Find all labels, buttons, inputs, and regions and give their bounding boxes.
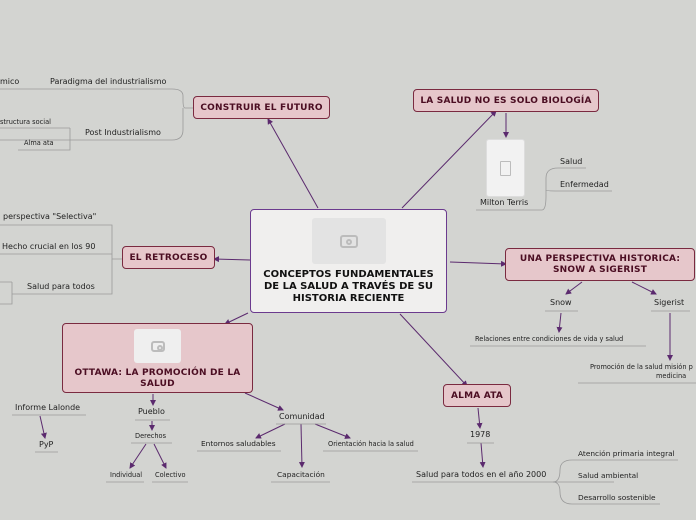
text-perspectiva-selectiva: perspectiva "Selectiva" xyxy=(3,212,97,221)
text-paradigma-left: mico xyxy=(0,77,20,86)
text-milton-terris: Milton Terris xyxy=(480,198,529,207)
text-desarrollo-sostenible: Desarrollo sostenible xyxy=(578,493,656,502)
central-title-line3: HISTORIA RECIENTE xyxy=(292,293,405,304)
text-salud-ambiental: Salud ambiental xyxy=(578,471,639,480)
text-derechos: Derechos xyxy=(135,432,167,440)
text-promocion-line2: medicina xyxy=(656,372,687,380)
text-estructura-social: structura social xyxy=(0,118,51,126)
camera-icon xyxy=(312,218,386,264)
central-title-line1: CONCEPTOS FUNDAMENTALES xyxy=(263,269,434,280)
node-salud-no-solo-biologia[interactable]: LA SALUD NO ES SOLO BIOLOGÍA xyxy=(413,89,599,112)
ottawa-title-line2: SALUD xyxy=(140,379,175,389)
text-alma-ata-small: Alma ata xyxy=(24,139,54,147)
camera-icon xyxy=(134,329,181,363)
text-orientacion: Orientación hacia la salud xyxy=(328,440,414,448)
text-paradigma: Paradigma del industrialismo xyxy=(50,77,167,86)
text-salud: Salud xyxy=(560,157,583,166)
text-pueblo: Pueblo xyxy=(138,407,165,416)
text-atencion-primaria: Atención primaria integral xyxy=(578,449,675,458)
text-entornos-saludables: Entornos saludables xyxy=(201,439,276,448)
node-construir-futuro[interactable]: CONSTRUIR EL FUTURO xyxy=(193,96,330,119)
text-post-industrialismo: Post Industrialismo xyxy=(85,128,161,137)
node-snow-sigerist[interactable]: UNA PERSPECTIVA HISTORICA: SNOW A SIGERI… xyxy=(505,248,695,281)
text-capacitacion: Capacitación xyxy=(277,470,325,479)
file-icon xyxy=(486,139,525,197)
ottawa-title-line1: OTTAWA: LA PROMOCIÓN DE LA xyxy=(74,368,241,378)
text-hecho-crucial: Hecho crucial en los 90 xyxy=(2,242,96,251)
text-snow: Snow xyxy=(550,298,572,307)
node-alma-ata[interactable]: ALMA ATA xyxy=(443,384,511,407)
text-salud-2000: Salud para todos en el año 2000 xyxy=(416,470,547,479)
text-comunidad: Comunidad xyxy=(279,412,325,421)
text-colectivo: Colectivo xyxy=(155,471,186,479)
sigerist-title-line1: UNA PERSPECTIVA HISTORICA: xyxy=(519,253,681,264)
text-pyp: PyP xyxy=(39,440,54,449)
text-individual: Individual xyxy=(110,471,143,479)
sigerist-title-line2: SNOW A SIGERIST xyxy=(552,264,648,275)
text-informe-lalonde: Informe Lalonde xyxy=(15,403,81,412)
text-promocion-line1: Promoción de la salud misión p xyxy=(590,363,693,371)
text-salud-para-todos: Salud para todos xyxy=(27,282,95,291)
node-el-retroceso[interactable]: EL RETROCESO xyxy=(122,246,215,269)
text-relaciones: Relaciones entre condiciones de vida y s… xyxy=(475,335,624,343)
text-enfermedad: Enfermedad xyxy=(560,180,609,189)
central-title-line2: DE LA SALUD A TRAVÉS DE SU xyxy=(263,281,434,292)
text-1978: 1978 xyxy=(470,430,491,439)
text-sigerist: Sigerist xyxy=(654,298,685,307)
